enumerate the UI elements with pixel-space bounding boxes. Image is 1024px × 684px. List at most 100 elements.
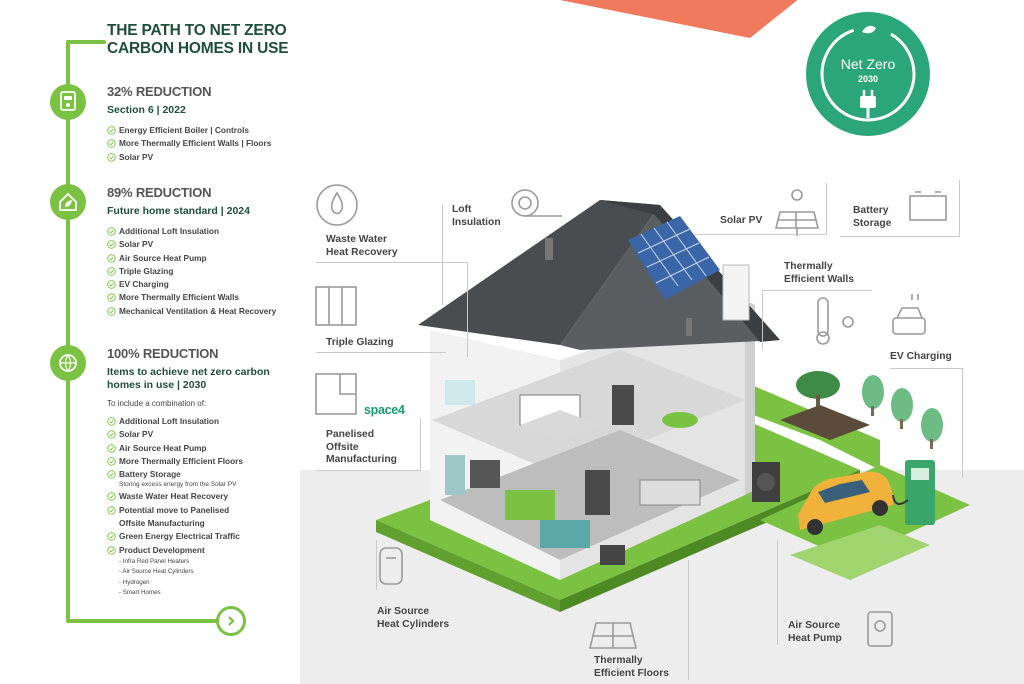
label-line: Air Source: [377, 606, 430, 617]
checklist-item: More Thermally Efficient Walls | Floors: [107, 137, 307, 150]
connector-line: [442, 205, 444, 305]
checklist-item: Waste Water Heat Recovery: [107, 490, 307, 503]
label-line: EV Charging: [890, 351, 952, 362]
label-panelised-offsite-manufacturing: Panelised Offsite Manufacturing: [326, 429, 397, 467]
checklist-item: Additional Loft Insulation: [107, 415, 307, 428]
chevron-right-icon[interactable]: [216, 606, 246, 636]
check-icon: [107, 470, 116, 479]
checklist-text: More Thermally Efficient Walls: [119, 292, 240, 303]
label-line: Thermally: [594, 655, 643, 666]
stage-subtitle: Future home standard | 2024: [107, 205, 250, 217]
checklist-item: Product Development: [107, 544, 307, 557]
stage-subtitle: Section 6 | 2022: [107, 104, 186, 116]
check-icon: [107, 280, 116, 289]
checklist-item: Additional Loft Insulation: [107, 225, 307, 238]
label-loft-insulation: Loft Insulation: [452, 204, 501, 229]
checklist-text: Energy Efficient Boiler | Controls: [119, 125, 250, 135]
label-line: Heat Pump: [788, 632, 842, 644]
label-line: Panelised: [326, 429, 375, 440]
checklist-item: Solar PV: [107, 238, 307, 251]
checklist-item: Green Energy Electrical Traffic: [107, 530, 307, 543]
check-icon: [107, 267, 116, 276]
checklist-text: Air Source Heat Pump: [119, 442, 207, 453]
label-line: Thermally: [784, 261, 833, 272]
checklist: Additional Loft Insulation Solar PV Air …: [107, 415, 307, 481]
electric-car: [798, 471, 893, 535]
connector-line: [316, 352, 446, 354]
title-line-2: CARBON HOMES IN USE: [107, 40, 289, 57]
ev-charger: [892, 460, 935, 525]
check-icon: [107, 457, 116, 466]
label-waste-water-heat-recovery: Waste Water Heat Recovery: [326, 234, 398, 259]
label-line: Loft: [452, 204, 472, 215]
title-line-1: THE PATH TO NET ZERO: [107, 22, 287, 39]
label-line: Manufacturing: [326, 454, 397, 465]
label-line: Battery: [853, 205, 889, 216]
connector-line: [316, 470, 421, 472]
connector-line: [777, 540, 779, 645]
label-line: Triple Glazing: [326, 337, 394, 348]
checklist-item: Triple Glazing: [107, 265, 307, 278]
product-development-list: - Infra Red Panel Heaters - Air Source H…: [119, 557, 307, 599]
globe-leaf-icon: [50, 345, 86, 381]
check-icon: [107, 139, 116, 149]
stage-100-reduction: 100% REDUCTION Items to achieve net zero…: [107, 346, 307, 599]
label-line: Offsite: [326, 441, 359, 453]
sublist-item: - Air Source Heat Cylinders: [119, 568, 194, 576]
connector-line: [467, 262, 469, 357]
connector-line: [376, 540, 378, 590]
check-icon: [107, 532, 116, 542]
boiler-icon: [50, 84, 86, 120]
checklist-text: Product Development: [119, 544, 205, 555]
checklist-text: Solar PV: [119, 239, 154, 250]
home-leaf-icon: [50, 184, 86, 220]
checklist-text: Waste Water Heat Recovery: [119, 491, 229, 502]
stage-subtitle-line-1: Items to achieve net zero carbon: [107, 366, 270, 378]
check-icon: [107, 430, 116, 440]
label-air-source-heat-pump: Air Source Heat Pump: [788, 620, 842, 645]
checklist-item: Potential move to Panelised: [107, 504, 307, 517]
plug-icon: [820, 25, 916, 122]
checklist-item-continued: Offsite Manufacturing: [119, 517, 307, 530]
stage-subtitle: Items to achieve net zero carbon homes i…: [107, 366, 307, 392]
checklist-text: More Thermally Efficient Floors: [119, 455, 244, 466]
check-icon: [107, 152, 116, 162]
checklist-text: Additional Loft Insulation: [119, 226, 220, 236]
checklist-text: Triple Glazing: [119, 265, 174, 276]
label-line: Heat Cylinders: [377, 618, 450, 630]
stage-heading: 100% REDUCTION: [107, 346, 219, 361]
checklist-item: More Thermally Efficient Walls: [107, 291, 307, 304]
checklist-item: More Thermally Efficient Floors: [107, 455, 307, 468]
stage-32-reduction: 32% REDUCTION Section 6 | 2022 Energy Ef…: [107, 84, 307, 164]
label-ev-charging: EV Charging: [890, 351, 952, 364]
checklist-item: Air Source Heat Pump: [107, 442, 307, 455]
checklist-text: Green Energy Electrical Traffic: [119, 531, 240, 542]
label-line: Storage: [853, 217, 892, 229]
stage-heading: 32% REDUCTION: [107, 84, 212, 99]
check-icon: [107, 253, 116, 263]
connector-line: [840, 236, 960, 238]
badge-year: 2030: [857, 74, 879, 84]
sublist-item: - Hydrogen: [119, 578, 150, 586]
connector-line: [890, 368, 962, 370]
check-icon: [107, 506, 116, 515]
check-icon: [107, 545, 116, 555]
timeline-line-bottom: [66, 619, 226, 623]
check-icon: [107, 293, 116, 303]
checklist-item: Mechanical Ventilation & Heat Recovery: [107, 305, 307, 318]
battery-note: Storing excess energy from the Solar PV: [119, 481, 237, 489]
checklist-text: Additional Loft Insulation: [119, 416, 220, 426]
checklist-text: Potential move to Panelised: [119, 504, 230, 515]
checklist: Energy Efficient Boiler | Controls More …: [107, 124, 307, 164]
check-icon: [107, 417, 116, 426]
net-zero-badge: Net Zero 2030: [806, 12, 930, 136]
checklist-item: Air Source Heat Pump: [107, 252, 307, 265]
connector-line: [762, 290, 872, 292]
check-icon: [107, 227, 116, 236]
checklist-text: EV Charging: [119, 279, 169, 290]
sublist-item: - Smart Homes: [119, 589, 161, 597]
label-air-source-heat-cylinders: Air Source Heat Cylinders: [377, 606, 449, 631]
checklist-text: Offsite Manufacturing: [119, 518, 205, 529]
stage-89-reduction: 89% REDUCTION Future home standard | 202…: [107, 185, 307, 318]
